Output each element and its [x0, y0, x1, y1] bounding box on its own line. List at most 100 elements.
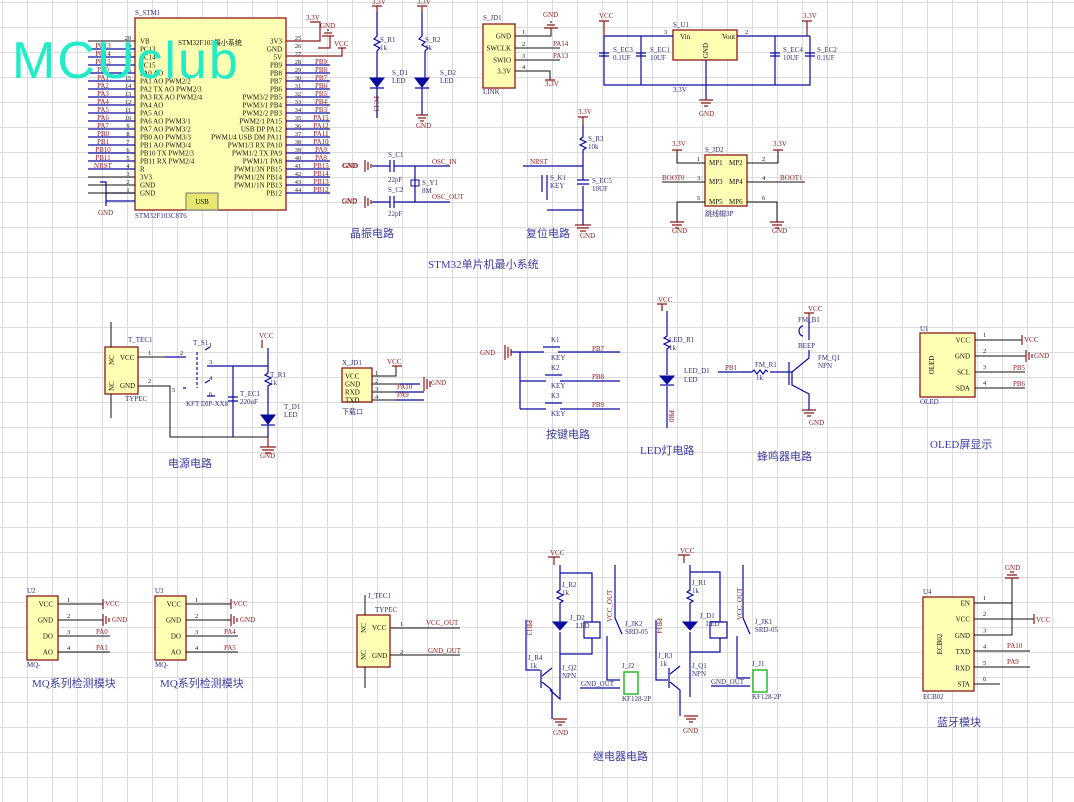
- pin-number: 29: [295, 67, 302, 74]
- gnd-label: GND: [699, 110, 714, 118]
- pin-name: PA6 AO PWM3/1: [140, 118, 191, 126]
- section-title: 晶振电路: [350, 226, 394, 240]
- pin-number: 16: [125, 67, 132, 74]
- pin-number: 19: [125, 43, 132, 50]
- designator: S_JD2: [705, 146, 724, 154]
- pin-name: GND: [955, 632, 970, 640]
- pin-number: 5: [126, 155, 129, 162]
- designator: S_K1: [550, 174, 566, 182]
- net-label: PA6: [97, 114, 109, 122]
- pin-name: NC: [360, 623, 368, 633]
- pin-number: 1: [983, 332, 986, 339]
- cap-value: 0.1UF: [613, 54, 631, 62]
- pin-number: 2: [400, 649, 403, 656]
- pin-name: MP4: [729, 178, 743, 186]
- net-label: PA9: [315, 146, 327, 154]
- led-circuit: [657, 303, 676, 428]
- pin-number: 8: [126, 131, 129, 138]
- switch-pin-number: 5: [172, 387, 175, 394]
- net-label: PC13: [372, 96, 380, 112]
- vcc-label: VCC: [233, 600, 248, 608]
- section-title: LED灯电路: [640, 444, 694, 457]
- net-label: PA9: [1007, 658, 1019, 666]
- pin-name: MP6: [729, 198, 743, 206]
- net-label: PA12: [313, 122, 329, 130]
- value: BEEP: [798, 342, 815, 350]
- pin-number: 3: [375, 386, 378, 393]
- power-3v3: 3.3V: [372, 0, 386, 6]
- net-label: GND_OUT: [428, 647, 462, 655]
- pin-name: PC15: [140, 62, 156, 70]
- designator: S_D1: [392, 69, 408, 77]
- pin-name: PB6: [270, 86, 283, 94]
- pin-name: AO: [171, 649, 181, 657]
- typec-output[interactable]: [356, 595, 460, 688]
- pin-number: 6: [126, 147, 130, 154]
- value: 1k: [270, 379, 278, 387]
- gnd-label: GND: [240, 616, 255, 624]
- pin-name: PA7 AO PWM3/2: [140, 126, 191, 134]
- pin-name: TXD: [956, 648, 970, 656]
- pin-number: 30: [295, 75, 302, 82]
- pin-number: 32: [295, 91, 302, 98]
- net-label: PB11: [95, 154, 111, 162]
- net-label: PB13: [525, 620, 533, 636]
- switch-pin-number: 2: [180, 350, 183, 357]
- boot-jumper[interactable]: [662, 149, 805, 229]
- pin-number: 27: [295, 51, 302, 58]
- gnd-label: GND: [809, 419, 824, 427]
- net-label: VCC_OUT: [426, 619, 459, 627]
- net-label: BOOT0: [662, 174, 685, 182]
- key-designator: K2: [551, 364, 560, 372]
- gnd-label: GND: [343, 162, 358, 170]
- oled-module[interactable]: [919, 332, 1033, 398]
- designator: T_EC1: [240, 390, 261, 398]
- stm32-chip[interactable]: [88, 17, 346, 211]
- bluetooth-module[interactable]: [922, 571, 1035, 692]
- ldo-regulator[interactable]: [599, 20, 815, 107]
- pin-name: PB10 TX PWM2/3: [140, 150, 194, 158]
- designator: J_Q1: [692, 662, 707, 670]
- part: MQ-: [27, 661, 41, 669]
- pin-number: 3: [126, 171, 129, 178]
- gnd-label: GND: [683, 727, 698, 735]
- key-designator: K3: [551, 392, 560, 400]
- value: NPN: [818, 362, 832, 370]
- key-value: KEY: [551, 354, 565, 362]
- net-label: PA14: [553, 40, 569, 48]
- pin-name: GND: [496, 33, 511, 41]
- pin-number: 15: [125, 75, 132, 82]
- pin-name: PA0 AO: [140, 70, 163, 78]
- net-label: PA0: [97, 66, 109, 74]
- net-label: PB15: [313, 162, 329, 170]
- value: LED: [440, 77, 454, 85]
- download-port[interactable]: [341, 365, 431, 403]
- mq-module-1[interactable]: [26, 595, 110, 661]
- mq-module-2[interactable]: [154, 595, 238, 661]
- pin-name: SWIO: [493, 57, 511, 65]
- designator: T_D1: [284, 403, 301, 411]
- designator: U3: [155, 587, 164, 595]
- reset-circuit: [523, 116, 591, 232]
- designator: U1: [920, 325, 929, 333]
- pin-name: VCC: [39, 601, 54, 609]
- gnd-label: GND: [342, 197, 357, 205]
- pin-number: 36: [295, 123, 302, 130]
- part: MQ-: [155, 661, 169, 669]
- value: 22pF: [388, 176, 403, 184]
- designator: T_S1: [193, 339, 209, 347]
- power-3v3: 3.3V: [417, 0, 431, 6]
- section-title: 按键电路: [546, 427, 590, 441]
- swd-connector[interactable]: [482, 21, 560, 89]
- pin-name: PWM1/2 TX PA9: [232, 150, 283, 158]
- designator: S_C2: [388, 186, 404, 194]
- pin-number: 5: [983, 660, 986, 667]
- value: 1k: [530, 662, 538, 670]
- pin-name: VCC: [345, 373, 360, 381]
- pin-name: PA3 RX AO PWM2/4: [140, 94, 203, 102]
- key-circuit[interactable]: [504, 345, 620, 410]
- net-label: PA8: [315, 154, 327, 162]
- pin-name: TXD: [345, 397, 359, 405]
- pin-name: GND: [140, 190, 155, 198]
